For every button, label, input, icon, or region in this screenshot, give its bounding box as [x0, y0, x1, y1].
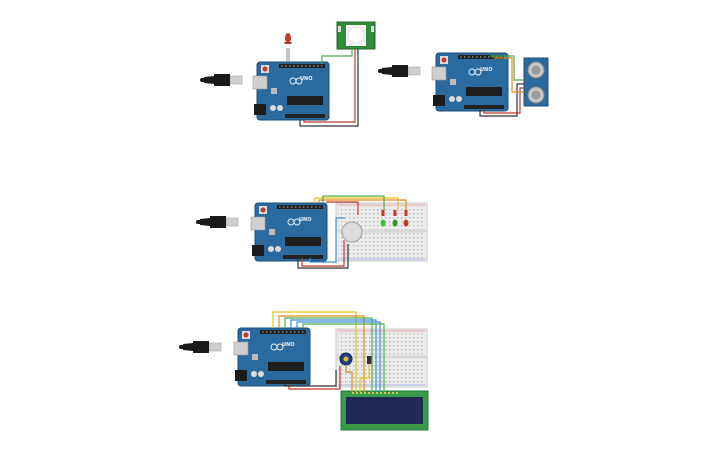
- board-label: UNO: [480, 67, 493, 73]
- board-label: UNO: [282, 342, 295, 348]
- wires-circuit3: [297, 195, 407, 269]
- resistor: [367, 356, 372, 364]
- green-led[interactable]: [380, 219, 386, 227]
- arduino-uno-board[interactable]: [252, 61, 330, 121]
- circuit-buzzer-leds: UNO: [195, 195, 428, 269]
- usb-cable[interactable]: [199, 73, 243, 87]
- ultrasonic-distance-sensor[interactable]: [523, 57, 549, 107]
- wires-circuit1: [299, 49, 359, 127]
- red-led[interactable]: [403, 219, 409, 227]
- red-led[interactable]: [284, 33, 292, 62]
- lcd-16x2-display[interactable]: [340, 390, 429, 431]
- arduino-uno-board[interactable]: [250, 202, 328, 262]
- potentiometer[interactable]: [339, 352, 353, 366]
- board-label: UNO: [300, 76, 313, 82]
- pir-motion-sensor[interactable]: [336, 21, 376, 50]
- wires-circuit4: [272, 311, 385, 392]
- usb-cable[interactable]: [178, 340, 222, 354]
- usb-cable[interactable]: [377, 64, 421, 78]
- arduino-uno-board[interactable]: [233, 327, 311, 387]
- circuit-pir-led: UNO: [199, 21, 376, 127]
- circuit-lcd: UNO: [178, 311, 429, 431]
- circuit-ultrasonic: UNO: [377, 52, 549, 117]
- piezo-buzzer[interactable]: [341, 221, 363, 243]
- yellow-led[interactable]: [392, 219, 398, 227]
- wires-circuit2: [479, 55, 524, 117]
- arduino-uno-board[interactable]: [431, 52, 509, 112]
- resistors: [381, 210, 408, 216]
- board-label: UNO: [299, 217, 312, 223]
- breadboard[interactable]: [335, 328, 428, 388]
- usb-cable[interactable]: [195, 215, 239, 229]
